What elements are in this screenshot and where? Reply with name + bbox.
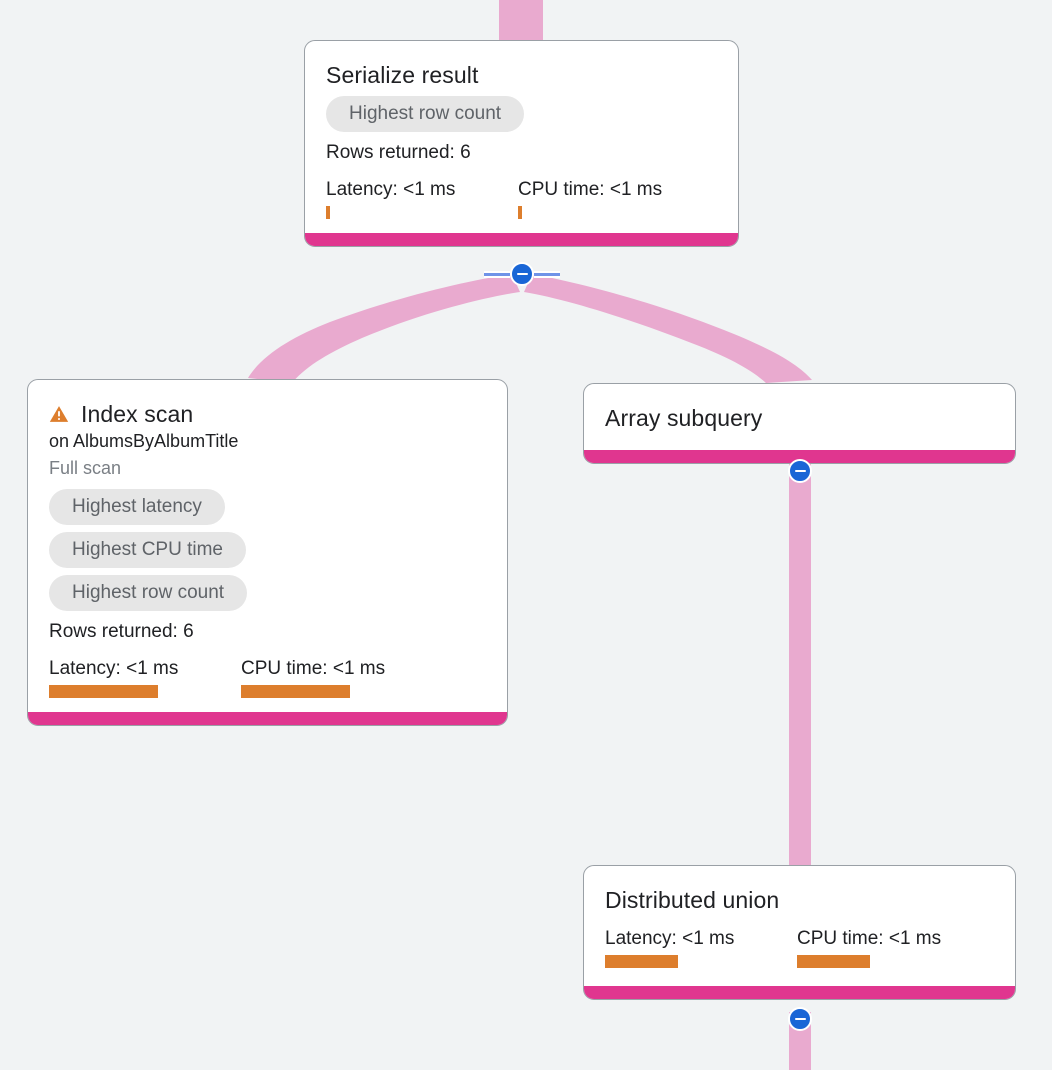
node-footer-bar <box>584 986 1015 999</box>
node-title: Index scan <box>81 401 194 427</box>
chip-highest-latency: Highest latency <box>49 489 225 525</box>
node-header-text: Serialize result <box>326 61 478 89</box>
metric-cpu-time: CPU time: <1 ms <box>797 927 989 968</box>
collapse-toggle-serialize-result[interactable] <box>510 262 534 286</box>
node-title: Array subquery <box>605 405 763 431</box>
plan-node-index-scan[interactable]: Index scan on AlbumsByAlbumTitle Full sc… <box>27 379 508 726</box>
collapse-toggle-array-subquery[interactable] <box>788 459 812 483</box>
node-footer-bar <box>584 450 1015 463</box>
edge-serialize-index <box>248 274 520 383</box>
node-chip-list: Highest latency Highest CPU time Highest… <box>49 489 486 611</box>
chip-highest-row-count: Highest row count <box>326 96 525 132</box>
node-header: Array subquery <box>605 404 994 432</box>
collapse-toggle-distributed-union[interactable] <box>788 1007 812 1031</box>
node-title: Serialize result <box>326 62 479 88</box>
metric-latency-bar <box>326 206 330 219</box>
metric-latency-label: Latency: <1 ms <box>326 179 456 200</box>
node-scan-type: Full scan <box>49 458 122 478</box>
minus-icon <box>794 1017 806 1021</box>
metric-latency-label: Latency: <1 ms <box>605 928 735 949</box>
node-header: Distributed union <box>605 886 994 914</box>
edge-serialize-array <box>524 274 812 383</box>
metric-cpu-bar <box>797 955 870 968</box>
metric-cpu-time: CPU time: <1 ms <box>241 657 433 698</box>
node-body: Distributed union Latency: <1 ms CPU tim… <box>584 866 1015 986</box>
node-title: Distributed union <box>605 887 780 913</box>
edge-array-distributed <box>789 462 811 870</box>
node-header-text: Index scan <box>81 400 193 428</box>
node-header: Index scan <box>49 400 486 428</box>
node-header-text: Distributed union <box>605 886 779 914</box>
metric-cpu-label: CPU time: <1 ms <box>518 179 663 200</box>
minus-icon <box>794 469 806 473</box>
node-footer-bar <box>28 712 507 725</box>
node-body: Index scan on AlbumsByAlbumTitle Full sc… <box>28 380 507 712</box>
warning-icon <box>49 406 69 422</box>
node-metrics: Latency: <1 ms CPU time: <1 ms <box>49 657 486 698</box>
chip-highest-cpu-time: Highest CPU time <box>49 532 246 568</box>
metric-latency-bar <box>49 685 159 698</box>
metric-cpu-time: CPU time: <1 ms <box>518 178 710 219</box>
node-metrics: Latency: <1 ms CPU time: <1 ms <box>605 927 994 968</box>
metric-cpu-label: CPU time: <1 ms <box>241 658 386 679</box>
node-body: Array subquery <box>584 384 1015 450</box>
node-footer-bar <box>305 233 738 246</box>
node-chip-list: Highest row count <box>326 96 717 132</box>
plan-node-serialize-result[interactable]: Serialize result Highest row count Rows … <box>304 40 739 247</box>
node-header-text: Array subquery <box>605 404 762 432</box>
rows-returned: Rows returned: 6 <box>326 142 471 163</box>
metric-cpu-bar <box>241 685 351 698</box>
rail-right <box>534 271 560 278</box>
node-subtitle: on AlbumsByAlbumTitle <box>49 431 239 451</box>
metric-latency: Latency: <1 ms <box>49 657 241 698</box>
node-metrics: Latency: <1 ms CPU time: <1 ms <box>326 178 717 219</box>
metric-latency: Latency: <1 ms <box>605 927 797 968</box>
metric-latency: Latency: <1 ms <box>326 178 518 219</box>
rail-left <box>484 271 510 278</box>
plan-node-distributed-union[interactable]: Distributed union Latency: <1 ms CPU tim… <box>583 865 1016 1000</box>
metric-cpu-bar <box>518 206 522 219</box>
rows-returned: Rows returned: 6 <box>49 621 194 642</box>
chip-highest-row-count: Highest row count <box>49 575 248 611</box>
metric-cpu-label: CPU time: <1 ms <box>797 928 942 949</box>
node-header: Serialize result <box>326 61 717 89</box>
plan-node-array-subquery[interactable]: Array subquery <box>583 383 1016 464</box>
minus-icon <box>516 272 528 276</box>
metric-latency-bar <box>605 955 678 968</box>
edge-root-in <box>499 0 543 44</box>
metric-latency-label: Latency: <1 ms <box>49 658 179 679</box>
node-body: Serialize result Highest row count Rows … <box>305 41 738 233</box>
